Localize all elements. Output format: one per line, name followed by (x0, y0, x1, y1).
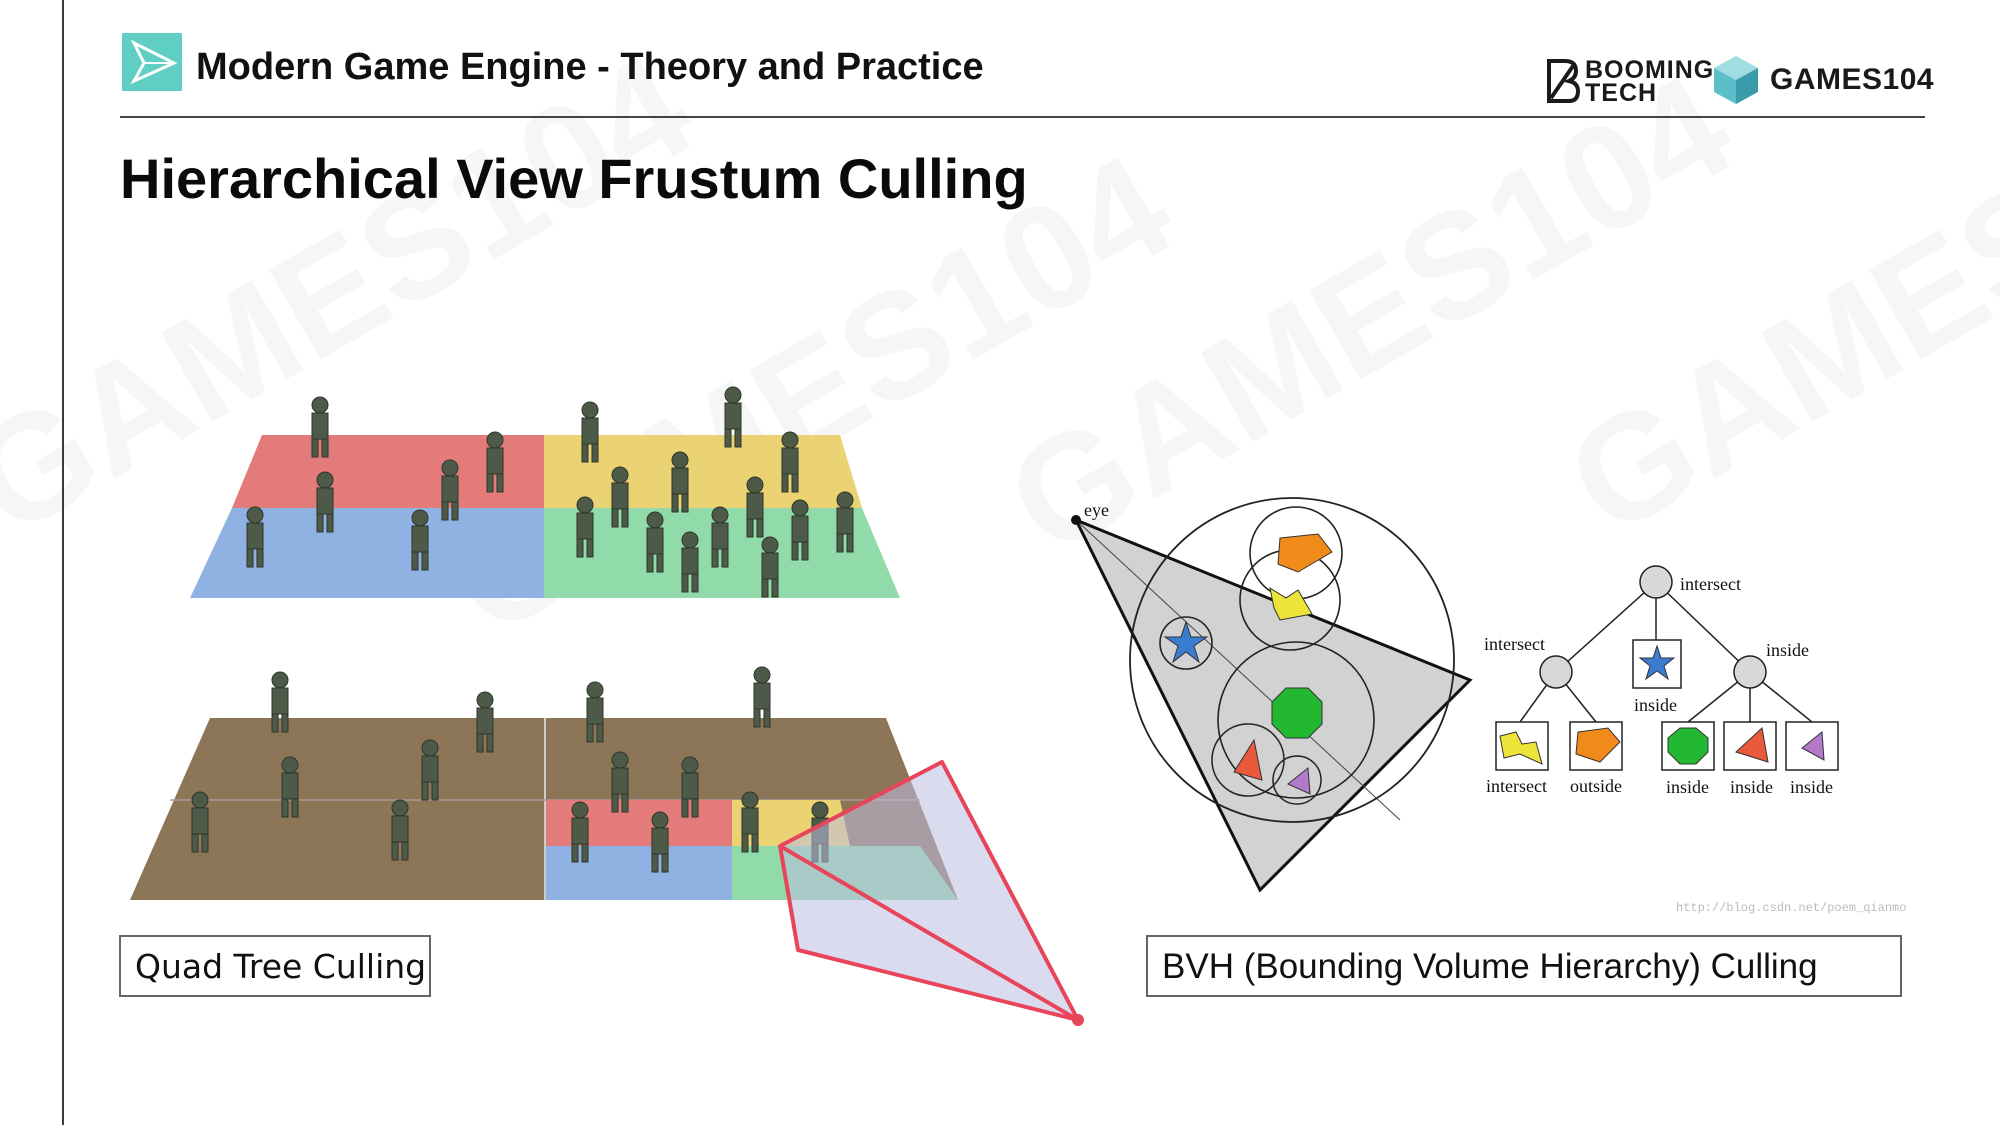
cube-icon (1714, 56, 1758, 104)
frustum-eye-point (1072, 1014, 1084, 1026)
slide-title: Hierarchical View Frustum Culling (120, 147, 1028, 210)
tree-leaf-label: inside (1790, 777, 1833, 797)
green-octagon (1271, 687, 1323, 739)
quad-blue (190, 508, 544, 598)
course-logo-icon (122, 33, 182, 91)
quad-tree-caption: Quad Tree Culling (119, 935, 431, 997)
left-border-line (62, 0, 64, 1125)
games104-logo-text: GAMES104 (1770, 63, 1935, 96)
course-title: Modern Game Engine - Theory and Practice (196, 46, 984, 88)
bvh-figure: eye intersect intersect inside in (1071, 497, 1839, 893)
purple-triangle (1287, 767, 1311, 795)
eye-point (1071, 515, 1081, 525)
orange-shape (1277, 533, 1333, 573)
booming-tech-logo: BOOMING TECH (1545, 56, 1713, 107)
blue-star (1163, 620, 1209, 664)
red-triangle (1233, 738, 1263, 781)
eye-label: eye (1084, 500, 1109, 520)
yellow-shape (1269, 586, 1313, 621)
tree-leaf-label: intersect (1486, 776, 1547, 796)
tree-root-node (1639, 565, 1673, 599)
booming-logo-line2: TECH (1585, 79, 1658, 107)
quad-red (232, 435, 544, 508)
tree-leaf-label: outside (1570, 776, 1622, 796)
bvh-caption: BVH (Bounding Volume Hierarchy) Culling (1146, 935, 1902, 997)
tree-right-label: inside (1766, 640, 1809, 660)
view-frustum (778, 760, 1080, 1022)
booming-logo-line1: BOOMING (1585, 56, 1715, 84)
tree-leaf-label: inside (1666, 777, 1709, 797)
header-divider (120, 116, 1925, 118)
sub-quad-blue (546, 846, 732, 900)
booming-tech-icon (1547, 59, 1581, 103)
source-url: http://blog.csdn.net/poem_qianmo (1676, 901, 1907, 915)
tree-root-label: intersect (1680, 574, 1741, 594)
quad-tree-figure (130, 386, 1084, 1026)
tree-leaf-label: inside (1730, 777, 1773, 797)
tree-left-label: intersect (1484, 634, 1545, 654)
tree-middle-label: inside (1634, 695, 1677, 715)
games104-logo: GAMES104 (1712, 54, 1934, 106)
tree-right-node (1733, 655, 1767, 689)
tree-left-node (1539, 655, 1573, 689)
